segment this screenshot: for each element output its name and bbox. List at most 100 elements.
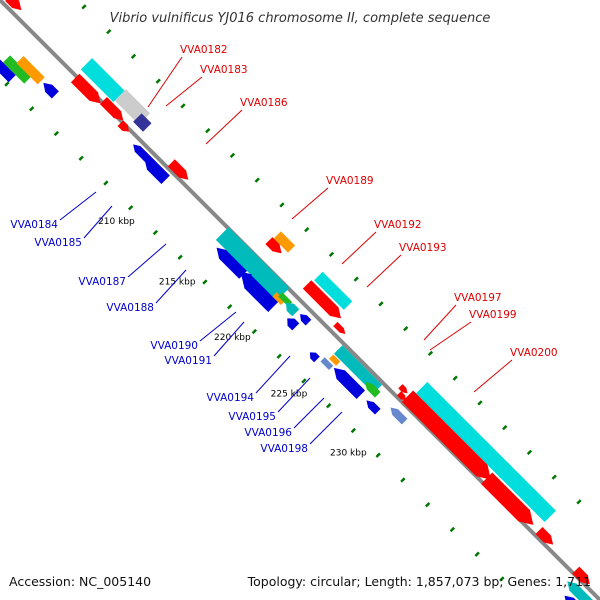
position-tick — [155, 78, 161, 84]
gene-leader-line — [205, 109, 243, 145]
position-tick — [226, 304, 233, 310]
gene-leader-line — [199, 311, 237, 342]
accession-label: Accession: NC_005140 — [9, 574, 151, 589]
gene-label-forward: VVA0193 — [399, 242, 447, 254]
gene-label-reverse: VVA0184 — [10, 219, 58, 231]
gene-label-reverse: VVA0194 — [206, 392, 254, 404]
topology-summary: Topology: circular; Length: 1,857,073 bp… — [247, 574, 591, 589]
gene-feature — [265, 237, 282, 254]
gene-label-reverse: VVA0191 — [164, 355, 212, 367]
position-tick — [452, 375, 458, 381]
gene-feature — [415, 382, 513, 479]
position-tick — [4, 81, 10, 87]
position-tick — [400, 477, 406, 483]
gene-feature — [43, 82, 59, 99]
gene-feature — [215, 227, 266, 277]
gene-feature — [117, 120, 129, 132]
gene-feature — [300, 314, 312, 326]
gene-leader-line — [165, 76, 203, 107]
position-tick — [229, 152, 236, 159]
position-tick — [205, 127, 211, 134]
gene-label-reverse: VVA0185 — [34, 237, 82, 249]
gene-feature — [572, 566, 590, 585]
position-tick — [304, 226, 310, 233]
gene-feature — [309, 352, 320, 363]
gene-leader-line — [155, 269, 187, 304]
gene-label-reverse: VVA0188 — [106, 302, 154, 314]
gene-leader-line — [213, 321, 245, 357]
gene-label-reverse: VVA0195 — [228, 411, 276, 423]
gene-feature — [16, 56, 45, 85]
position-tick — [449, 526, 456, 533]
position-tick — [53, 130, 60, 137]
gene-feature — [80, 58, 125, 103]
gene-feature — [314, 271, 353, 310]
position-tick — [279, 202, 285, 208]
gene-feature — [365, 382, 381, 398]
position-tick — [29, 106, 35, 112]
position-tick — [276, 353, 282, 359]
gene-label-reverse: VVA0190 — [150, 340, 198, 352]
gene-feature — [278, 292, 293, 307]
position-tick — [424, 502, 431, 508]
gene-feature — [567, 581, 593, 600]
position-tick — [81, 4, 87, 10]
gene-feature — [133, 113, 152, 132]
gene-feature — [272, 292, 286, 305]
position-tick — [378, 301, 384, 307]
gene-feature — [401, 390, 491, 480]
gene-feature — [0, 59, 16, 83]
gene-label-reverse: VVA0196 — [244, 427, 292, 439]
position-tick — [526, 449, 533, 456]
gene-label-forward: VVA0197 — [454, 292, 502, 304]
gene-label-forward: VVA0192 — [374, 219, 422, 231]
position-tick — [78, 155, 84, 161]
gene-label-forward: VVA0189 — [326, 175, 374, 187]
gene-feature — [167, 159, 189, 180]
gene-feature — [144, 158, 170, 185]
gene-leader-line — [309, 411, 343, 445]
gene-label-forward: VVA0200 — [510, 347, 558, 359]
gene-feature — [366, 400, 381, 415]
gene-feature — [333, 345, 383, 394]
gene-feature — [3, 55, 32, 84]
gene-leader-line — [291, 187, 329, 220]
gene-feature — [481, 472, 534, 525]
gene-feature — [396, 391, 407, 401]
position-tick — [353, 276, 359, 282]
gene-feature — [328, 354, 341, 366]
gene-leader-line — [59, 191, 97, 221]
gene-feature — [70, 73, 101, 104]
gene-feature — [333, 367, 366, 399]
position-tick — [325, 403, 332, 409]
gene-label-forward: VVA0199 — [469, 309, 517, 321]
gene-feature — [99, 97, 124, 121]
gene-feature — [5, 0, 22, 11]
gene-leader-line — [341, 231, 377, 265]
gene-feature — [564, 595, 576, 600]
gene-leader-line — [277, 377, 311, 413]
gene-leader-line — [255, 355, 291, 394]
gene-feature — [398, 384, 408, 394]
gene-feature — [251, 262, 290, 301]
position-tick — [301, 378, 307, 384]
position-tick — [499, 576, 505, 582]
position-tick — [177, 254, 183, 260]
tick-label: 225 kbp — [271, 389, 308, 399]
gene-leader-line — [83, 205, 113, 239]
position-tick — [427, 350, 434, 357]
tick-label: 230 kbp — [330, 449, 367, 459]
gene-leader-line — [127, 243, 167, 278]
position-tick — [474, 551, 480, 557]
position-tick — [328, 251, 335, 258]
position-tick — [350, 427, 357, 434]
gene-feature — [273, 231, 296, 253]
position-tick — [375, 452, 381, 458]
gene-feature — [535, 526, 554, 545]
tick-label: 220 kbp — [214, 333, 251, 343]
position-tick — [477, 400, 483, 406]
gene-feature — [320, 357, 334, 371]
